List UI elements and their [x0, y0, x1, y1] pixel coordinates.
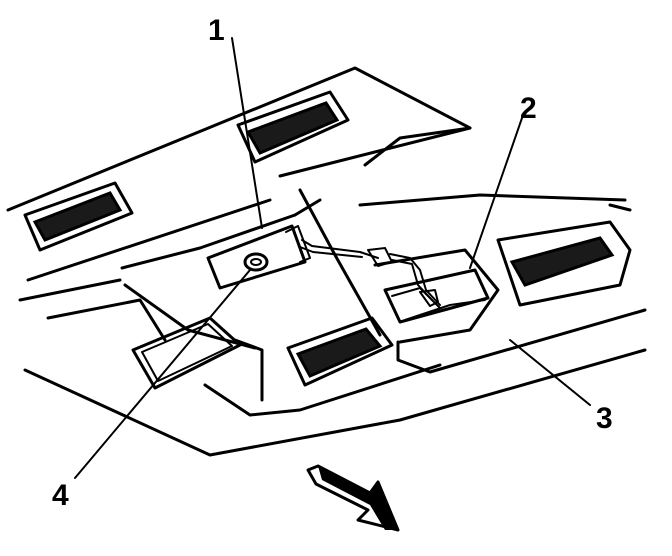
leader-lines — [74, 37, 591, 479]
callout-1: 1 — [208, 14, 225, 47]
front-left-vent — [23, 181, 134, 252]
console-opening — [383, 268, 490, 324]
leader-line-4 — [74, 269, 251, 479]
callout-2: 2 — [520, 92, 537, 125]
lamp-lens — [131, 316, 242, 390]
leader-line-2 — [469, 117, 523, 269]
leader-line-1 — [231, 37, 263, 229]
leader-line-3 — [509, 339, 591, 406]
callout-4: 4 — [52, 479, 69, 512]
wire-harness — [299, 239, 441, 307]
console-housing — [46, 188, 647, 417]
front-center-vent — [236, 90, 350, 164]
headliner-outline — [6, 66, 647, 457]
callout-3: 3 — [596, 402, 613, 435]
dome-lamp-assembly — [206, 224, 311, 290]
rear-center-vent — [286, 316, 394, 387]
direction-arrow-icon — [306, 464, 400, 532]
rear-right-vent — [509, 236, 615, 287]
